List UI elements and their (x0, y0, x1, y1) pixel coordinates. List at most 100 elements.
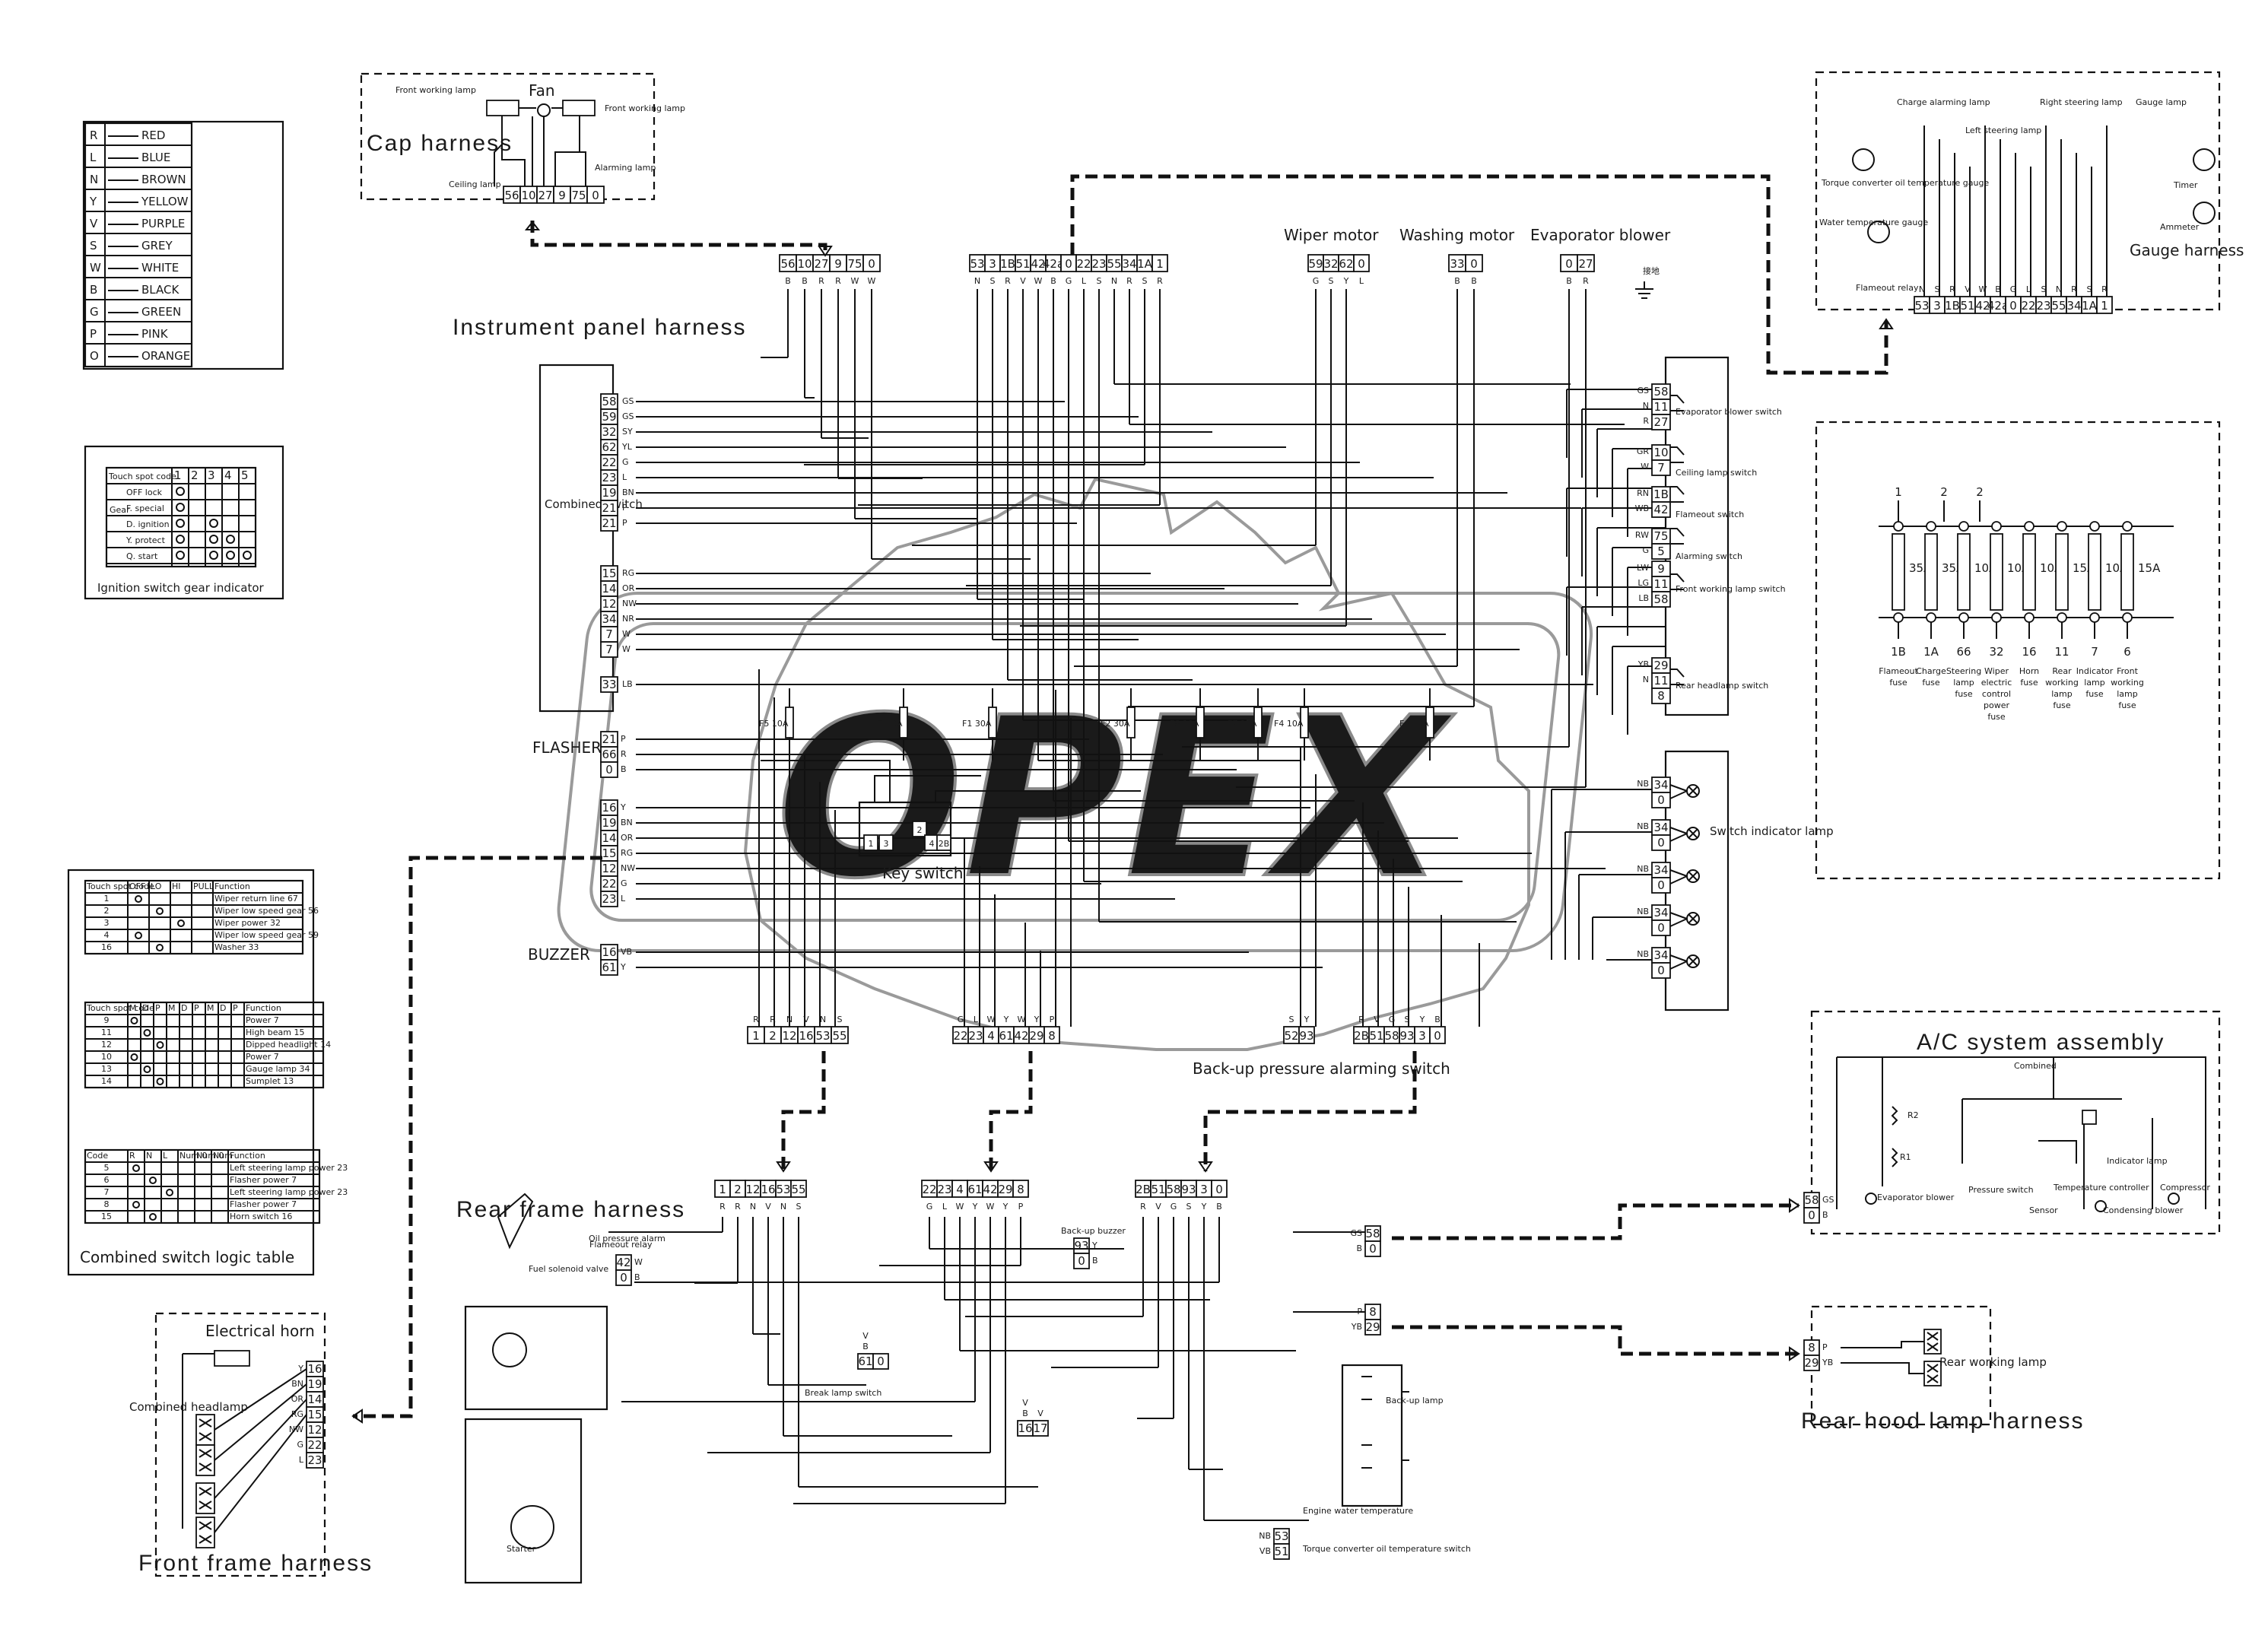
switch-wire-color: W (1641, 462, 1649, 472)
rear-backup-buzzer-wire-color: B (1092, 1256, 1098, 1266)
fuse-body (988, 707, 997, 738)
indicator-wire-color: NB (1637, 864, 1649, 874)
rear-conn-3-pin: 0 (1215, 1183, 1223, 1196)
rear-conn-3-wire-color: S (1186, 1202, 1192, 1212)
gauge-dial-icon (2193, 148, 2216, 171)
ac-system-title: A/C system assembly (1917, 1030, 2165, 1055)
logic-function: High beam 15 (246, 1027, 304, 1037)
logic-function: Flasher power 7 (230, 1175, 297, 1185)
top2-pin: 1B (1000, 257, 1015, 271)
front-wire (214, 1383, 307, 1461)
left-conn-wire-color: L (621, 894, 626, 904)
top1-wire-color: R (835, 276, 841, 286)
switch-symbol (1670, 528, 1685, 545)
ign-mark (176, 519, 185, 528)
fuse-name: lamp (2117, 689, 2138, 699)
rear-conn-2-wire-color: P (1018, 1202, 1024, 1212)
logic-header: D (181, 1003, 187, 1013)
gauge-dial-icon (1852, 148, 1875, 171)
rear-hood-pin-box (1803, 1355, 1820, 1371)
fuse-rating: F3 10A (873, 719, 903, 729)
rear-side-hood-pin: 29 (1365, 1320, 1380, 1334)
fuse-body (2088, 533, 2101, 611)
ac-system-wire-color: GS (1822, 1195, 1834, 1205)
top2-pin: 1A (1137, 257, 1153, 271)
legend-color-name: ORANGE (141, 349, 190, 363)
key-switch-label: Key switch (882, 864, 963, 882)
indicator-lamp-wire (1669, 912, 1698, 927)
ign-row-label: OFF lock (126, 488, 163, 497)
fuse-body (1924, 533, 1938, 611)
rear-bottom-pin: 53 (1274, 1529, 1288, 1543)
rear-side-ac-pin-box (1364, 1240, 1381, 1257)
indicator-pin: 0 (1657, 921, 1665, 935)
switch-wire-color: N (1643, 401, 1649, 411)
cap-harness-pin: 27 (538, 189, 552, 202)
logic-header: D (220, 1003, 226, 1013)
logic-code: 6 (104, 1175, 110, 1185)
ign-header: 1 (174, 468, 182, 482)
logic-header: Touch spot code (86, 881, 154, 891)
washing-pin: 0 (1470, 257, 1478, 271)
legend-color-name: PINK (141, 327, 169, 341)
logic-table-frame (84, 1001, 325, 1089)
fuse-body (1126, 707, 1136, 738)
backup-pressure-label: Back-up pressure alarming switch (1193, 1059, 1450, 1078)
logic-code: 1 (104, 894, 110, 904)
gauge-harness-wire-color: N (1919, 284, 1925, 294)
combo-wire-color: W (622, 644, 631, 654)
bottom-conn-1-pin: 12 (782, 1029, 796, 1043)
fuse-top-number: 1 (1895, 485, 1902, 499)
logic-mark (132, 1201, 140, 1208)
ign-mark (209, 535, 218, 544)
electrical-horn-icon (214, 1350, 250, 1367)
logic-function: Left steering lamp power 23 (230, 1187, 348, 1197)
fuse-terminal (2122, 612, 2133, 623)
logic-header: Function (246, 1003, 281, 1013)
rear-17-pin: 16 (1018, 1421, 1032, 1435)
ign-mark (176, 487, 185, 496)
fuse-name: fuse (1889, 678, 1907, 688)
left-conn-pin: 15 (602, 846, 616, 860)
link-cap-harness (530, 221, 827, 255)
ign-row-label: Y. protect (125, 535, 166, 545)
fuse-body (1957, 533, 1971, 611)
rear-17-pin-box (1032, 1420, 1049, 1437)
top1-pin: 56 (780, 257, 795, 271)
headlamp-cross (199, 1449, 212, 1472)
combo-pin: 15 (602, 567, 616, 580)
key-pin-box (936, 834, 951, 851)
bottom-conn-1-pin: 2 (769, 1029, 777, 1043)
ac-system-pin: 0 (1808, 1208, 1815, 1222)
bottom-conn-1-pin-box (831, 1026, 849, 1044)
rear-conn-1-pin-box (790, 1180, 807, 1198)
rear-conn-2-pin-box (1012, 1180, 1029, 1198)
indicator-pin-box (1651, 834, 1671, 851)
ign-mark (176, 551, 185, 560)
ac-label: Temperature controller (2053, 1183, 2149, 1193)
fuse-name: fuse (1987, 712, 2006, 722)
cap-label-alarming-lamp: Alarming lamp (595, 163, 656, 173)
bottom-conn-4-wire-color: R (1358, 1015, 1364, 1024)
logic-function: Wiper low speed gear 56 (214, 906, 319, 916)
logic-header: Touch spot code (86, 1003, 154, 1013)
ground-label: 接地 (1643, 266, 1660, 276)
ign-mark (243, 551, 252, 560)
fuse-name: lamp (1953, 678, 1974, 688)
fuse-name: control (1982, 689, 2011, 699)
switch-pin: 9 (1657, 562, 1665, 576)
combo-pin: 34 (602, 612, 616, 626)
wiper-wire-color: S (1329, 276, 1334, 286)
bottom-conn-1-pin: 1 (752, 1029, 760, 1043)
rear-conn-1-wire-color: N (780, 1202, 786, 1212)
ign-row-label: Q. start (126, 551, 158, 561)
legend-color-name: BLACK (141, 283, 179, 297)
ac-system-pin: 58 (1804, 1193, 1819, 1207)
top2-pin: 42 (1031, 257, 1045, 271)
ac-system-assembly: A/C system assembly CombinedR2R1Evaporat… (1803, 1010, 2221, 1235)
bottom-conn-2-pin: 4 (987, 1029, 995, 1043)
top2-wire-color: N (974, 276, 980, 286)
switch-pin: 42 (1653, 503, 1668, 516)
flasher-pin-box (600, 761, 618, 778)
